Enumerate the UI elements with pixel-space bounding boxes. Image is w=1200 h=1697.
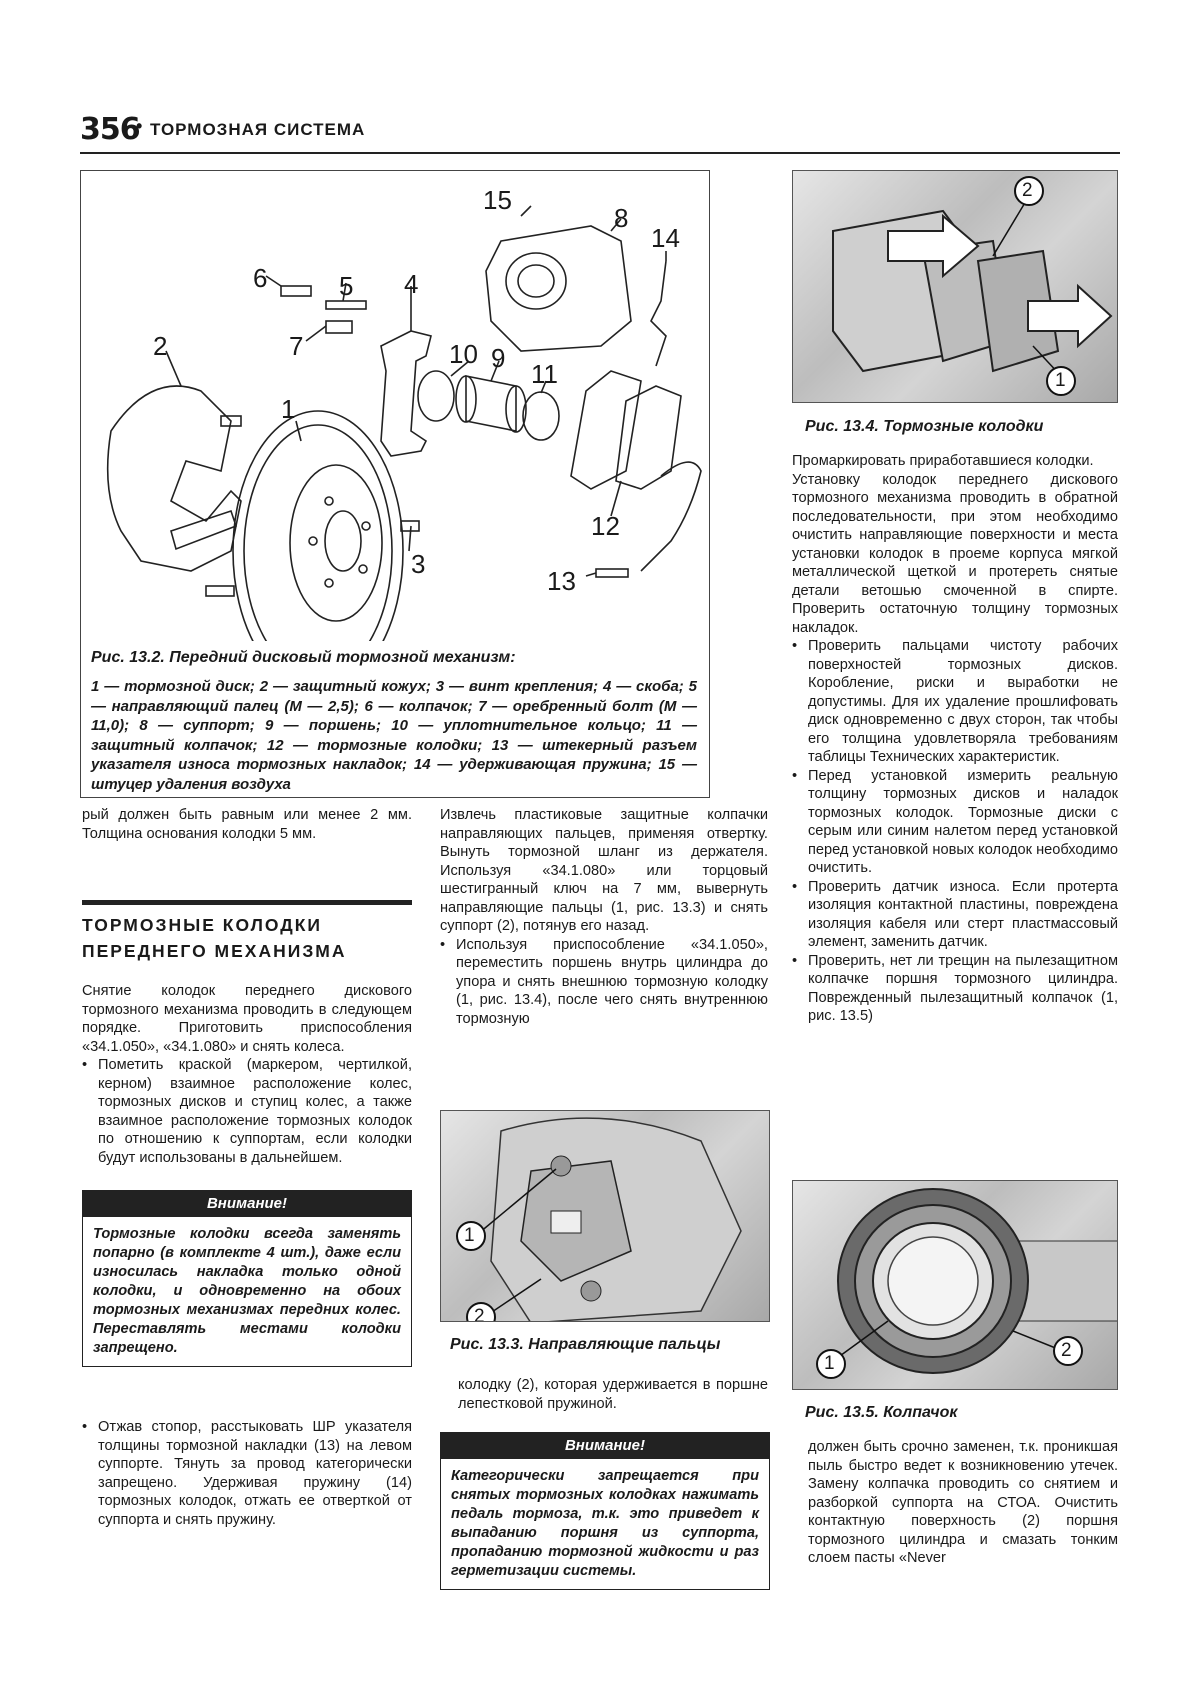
part-number-11: 11	[531, 359, 558, 389]
brake-pads-illustration	[832, 176, 1113, 396]
brake-assembly-diagram	[106, 205, 702, 641]
column-1-bullet-1: Пометить краской (маркером, чертилкой, к…	[82, 1056, 412, 1167]
part-number-9: 9	[491, 343, 506, 373]
header-rule	[80, 152, 1120, 154]
warning-box-2-text: Категорически запрещается при снятых тор…	[451, 1468, 759, 1579]
column-2-paragraph-1: Извлечь пластиковые защитные колпачки на…	[440, 807, 768, 934]
column-2-continuation: колодку (2), которая удерживается в порш…	[458, 1376, 768, 1413]
column-3-text-top: Промаркировать приработавшиеся колодки. …	[792, 452, 1118, 1026]
part-number-12: 12	[591, 511, 620, 541]
column-1-bullet-2-wrap: Отжав стопор, расстыковать ШР указателя …	[82, 1418, 412, 1529]
figure-13-2-caption: Рис. 13.2. Передний дисковый тормозной м…	[91, 649, 516, 666]
part-number-8: 8	[614, 203, 629, 233]
figure-13-5-callout-1: 1	[824, 1353, 835, 1374]
column-3-bullet-3: Проверить датчик износа. Если протерта и…	[792, 878, 1118, 952]
column-3-paragraph-3: должен быть срочно заменен, т.к. проникш…	[808, 1439, 1118, 1566]
figure-13-5-caption: Рис. 13.5. Колпачок	[805, 1404, 958, 1421]
page-number: 356	[80, 112, 141, 147]
part-number-7: 7	[289, 331, 304, 361]
figure-13-4-caption: Рис. 13.4. Тормозные колодки	[805, 418, 1044, 435]
column-3-paragraph-1: Промаркировать приработавшиеся колодки.	[792, 453, 1094, 469]
warning-box-1-text: Тормозные колодки всегда заменять попарн…	[93, 1226, 401, 1356]
figure-13-2: 1 2 3 4 5 6 7 8 9 10 11 12 13 14 15 Рис.…	[80, 170, 710, 798]
figure-13-3-caption: Рис. 13.3. Направляющие пальцы	[450, 1336, 721, 1353]
section-title: ТОРМОЗНЫЕ КОЛОДКИ ПЕРЕДНЕГО МЕХАНИЗМА	[82, 912, 412, 964]
part-number-14: 14	[651, 223, 680, 253]
dust-cap-illustration	[816, 1188, 1117, 1379]
part-number-3: 3	[411, 549, 426, 579]
column-2-bullet-1: Используя приспособление «34.1.050», пер…	[440, 936, 768, 1029]
column-2-paragraph-2: колодку (2), которая удерживается в порш…	[458, 1377, 768, 1412]
section-title-line-1: ТОРМОЗНЫЕ КОЛОДКИ	[82, 915, 323, 935]
figure-13-5-callout-2: 2	[1061, 1340, 1072, 1361]
figure-13-3-photo: 1 2	[440, 1110, 770, 1322]
column-3-paragraph-2: Установку колодок переднего дискового то…	[792, 471, 1118, 636]
header-separator: •	[136, 116, 143, 136]
warning-box-2: Внимание! Категорически запрещается при …	[440, 1432, 770, 1590]
section-header-title: ТОРМОЗНАЯ СИСТЕМА	[150, 120, 366, 139]
column-3-continuation: должен быть срочно заменен, т.к. проникш…	[808, 1438, 1118, 1568]
part-number-2: 2	[153, 331, 168, 361]
column-2-text: Извлечь пластиковые защитные колпачки на…	[440, 806, 768, 1028]
part-number-13: 13	[547, 566, 576, 596]
figure-13-3-callout-2: 2	[474, 1306, 485, 1322]
warning-box-1-title: Внимание!	[83, 1191, 411, 1217]
part-number-4: 4	[404, 269, 419, 299]
section-title-line-2: ПЕРЕДНЕГО МЕХАНИЗМА	[82, 941, 347, 961]
guide-pins-illustration	[456, 1117, 742, 1321]
warning-box-2-title: Внимание!	[441, 1433, 769, 1459]
column-1-paragraph-1: Снятие колодок переднего дискового тормо…	[82, 983, 412, 1055]
figure-13-4-callout-2: 2	[1022, 180, 1033, 201]
column-1-bullet-2: Отжав стопор, расстыковать ШР указателя …	[82, 1418, 412, 1529]
warning-box-1: Внимание! Тормозные колодки всегда замен…	[82, 1190, 412, 1367]
figure-13-4-photo: 2 1	[792, 170, 1118, 403]
column-3-bullet-4: Проверить, нет ли трещин на пылезащитном…	[792, 952, 1118, 1026]
part-number-1: 1	[281, 394, 296, 424]
column-3-bullet-2: Перед установкой измерить реальную толщи…	[792, 767, 1118, 878]
part-number-6: 6	[253, 263, 268, 293]
figure-13-4-callout-1: 1	[1055, 370, 1066, 391]
part-number-5: 5	[339, 271, 354, 301]
section-rule	[82, 900, 412, 905]
part-number-15: 15	[483, 185, 512, 215]
figure-13-3-callout-1: 1	[464, 1225, 475, 1246]
column-3-bullet-1: Проверить пальцами чистоту рабочих повер…	[792, 637, 1118, 767]
column-1-text: Снятие колодок переднего дискового тормо…	[82, 982, 412, 1167]
figure-13-2-legend: 1 — тормозной диск; 2 — защитный кожух; …	[91, 678, 697, 793]
figure-13-5-photo: 1 2	[792, 1180, 1118, 1390]
part-number-10: 10	[449, 339, 478, 369]
column-1-intro: рый должен быть равным или менее 2 мм. Т…	[82, 807, 412, 842]
